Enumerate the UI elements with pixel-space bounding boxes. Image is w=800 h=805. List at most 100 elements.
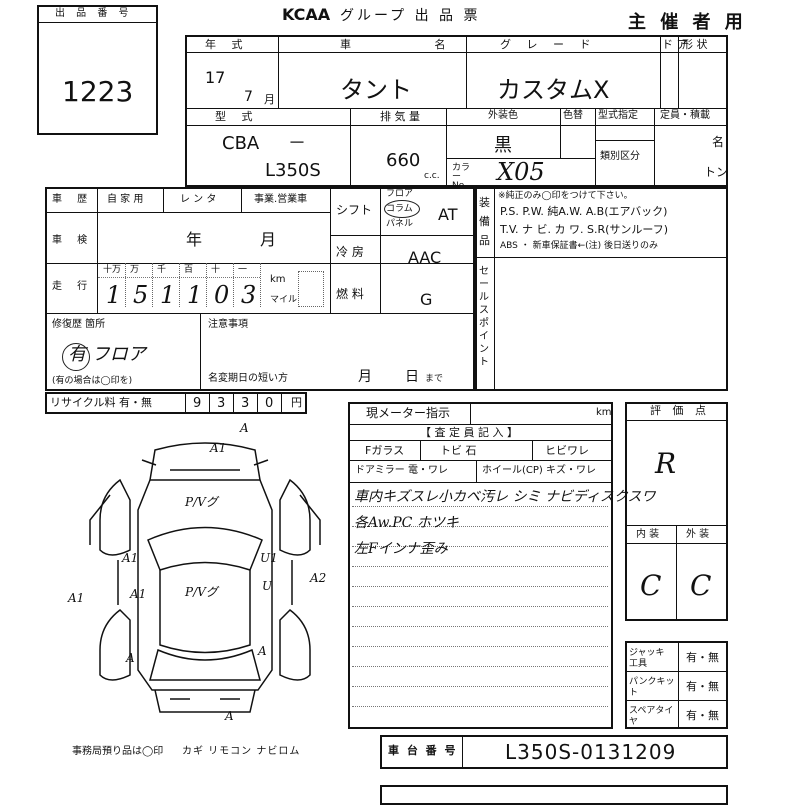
chassis-number: L350S-0131209 <box>505 740 677 764</box>
damage-mark: A1 <box>67 591 84 605</box>
kcaa-logo: KCAA <box>282 5 331 24</box>
mileage-digit: 1 <box>160 281 176 309</box>
mileage-divider <box>260 263 261 307</box>
business-use: 事業.営業車 <box>254 194 308 205</box>
mileage-digit: 5 <box>133 281 149 309</box>
history-block <box>45 187 475 391</box>
tool-label: パンクキット <box>629 677 675 698</box>
damage-mark: A <box>257 644 267 658</box>
fuel-label: 燃 料 <box>336 287 364 301</box>
equipment-block <box>475 187 728 391</box>
repair-circle-mark <box>62 343 90 371</box>
private-use: 自 家 用 <box>107 194 144 205</box>
organizer-label: 主 催 者 用 <box>628 12 747 33</box>
comment-ruled-line <box>352 686 608 687</box>
damage-mark: P/Vグ <box>184 585 220 599</box>
mileage-label: 走 行 <box>52 281 94 292</box>
comment-ruled-line <box>352 666 608 667</box>
car-name: タント <box>340 76 412 104</box>
color-value: 黒 <box>494 135 512 156</box>
damage-mark: A <box>239 421 249 435</box>
chassis-number-box <box>380 735 728 769</box>
ac-label: 冷 房 <box>336 245 364 259</box>
damage-mark: A1 <box>121 551 138 565</box>
model-label: 型 式 <box>215 110 259 123</box>
damage-mark: U <box>262 579 273 593</box>
shift-circle-mark <box>384 200 420 218</box>
class-label: 類別区分 <box>600 151 640 162</box>
recycle-divider <box>281 392 282 414</box>
crack-label: ヒビワレ <box>545 444 589 457</box>
bottom-partial-box <box>380 785 728 805</box>
recycle-divider <box>185 392 186 414</box>
mileage-digit: 3 <box>241 281 257 309</box>
mileage-divider <box>152 263 153 307</box>
tool-label: ジャッキ 工具 <box>629 648 665 669</box>
paint-change-label: 色替 <box>563 110 583 121</box>
lot-number-label: 出 品 番 号 <box>55 8 133 19</box>
comment-ruled-line <box>352 606 608 607</box>
grade-label: グ レ ー ド <box>500 38 597 51</box>
equipment-label: 装 備 品 <box>479 196 490 247</box>
chassis-label: 車 台 番 号 <box>388 744 458 757</box>
mileage-divider <box>233 263 234 307</box>
repair-note: (有の場合は◯印を) <box>52 376 133 386</box>
mileage-digit-header: 十 <box>211 265 221 275</box>
mileage-divider <box>125 263 126 307</box>
tool-label: スペアタイヤ <box>629 706 674 727</box>
equipment-line-2: T.V. ナ ビ. カ ワ. S.R(サンルーフ) <box>500 223 669 236</box>
mileage-divider <box>206 263 207 307</box>
model-prefix: CBA <box>222 133 260 154</box>
interior-label: 内 装 <box>636 529 660 540</box>
month-unit: 月 <box>264 93 275 106</box>
recycle-digit: 9 <box>193 396 202 411</box>
year-value: 17 <box>205 68 226 87</box>
mileage-divider <box>179 263 180 307</box>
mileage-digit: 1 <box>106 281 122 309</box>
damage-mark: A2 <box>309 571 326 585</box>
comment-ruled-line <box>352 706 608 707</box>
type-designation-label: 型式指定 <box>598 110 638 121</box>
inspector-comment: 左Fインナ歪み <box>354 541 448 557</box>
exterior-label: 外 装 <box>686 529 710 540</box>
damage-mark: A <box>125 651 135 665</box>
mileage-digit-header: 一 <box>238 265 248 275</box>
model-dash: － <box>288 133 306 154</box>
recycle-digit: 3 <box>241 396 250 411</box>
rental-use: レ ン タ <box>180 194 217 205</box>
recycle-divider <box>233 392 234 414</box>
recycle-digit: 3 <box>217 396 226 411</box>
comment-ruled-line <box>352 626 608 627</box>
recycle-divider <box>257 392 258 414</box>
damage-mark: P/Vグ <box>184 495 220 509</box>
exterior-score: C <box>690 569 712 602</box>
shift-label: シフト <box>336 203 373 217</box>
recycle-yen-unit: 円 <box>291 396 302 409</box>
car-grade: カスタムX <box>497 76 610 104</box>
fuel-value: G <box>420 290 433 309</box>
tools-block <box>625 641 728 729</box>
mileage-digit: 0 <box>214 281 230 309</box>
color-label: 外装色 <box>488 110 518 121</box>
front-glass: Fガラス <box>365 444 405 457</box>
capacity-label: 定員・積載 <box>660 110 710 121</box>
tool-value: 有・無 <box>686 680 719 693</box>
evaluation-score: R <box>655 447 677 480</box>
sales-point-label: セールスポイント <box>479 266 489 368</box>
mile-box <box>298 271 324 307</box>
mileage-digit: 1 <box>187 281 203 309</box>
comment-ruled-line <box>352 506 608 507</box>
wheel-label: ホイール(CP) キズ・ワレ <box>482 465 596 476</box>
door-label: ド ア <box>662 38 688 51</box>
form-title: グループ 出 品 票 <box>340 8 481 24</box>
mileage-digit-header: 百 <box>184 265 194 275</box>
month-value: 7 <box>244 89 253 105</box>
comment-ruled-line <box>352 546 608 547</box>
inspector-comment: 車内キズスレ小カベ汚レ シミ ナビディスクスワ <box>354 489 656 505</box>
color-no-value: X05 <box>497 158 545 186</box>
inspector-comment: 各Aw.PC ホツキ <box>354 515 459 531</box>
meter-unit: km <box>596 407 612 418</box>
name-change-until: まで <box>425 374 444 384</box>
comment-ruled-line <box>352 646 608 647</box>
tool-value: 有・無 <box>686 651 719 664</box>
